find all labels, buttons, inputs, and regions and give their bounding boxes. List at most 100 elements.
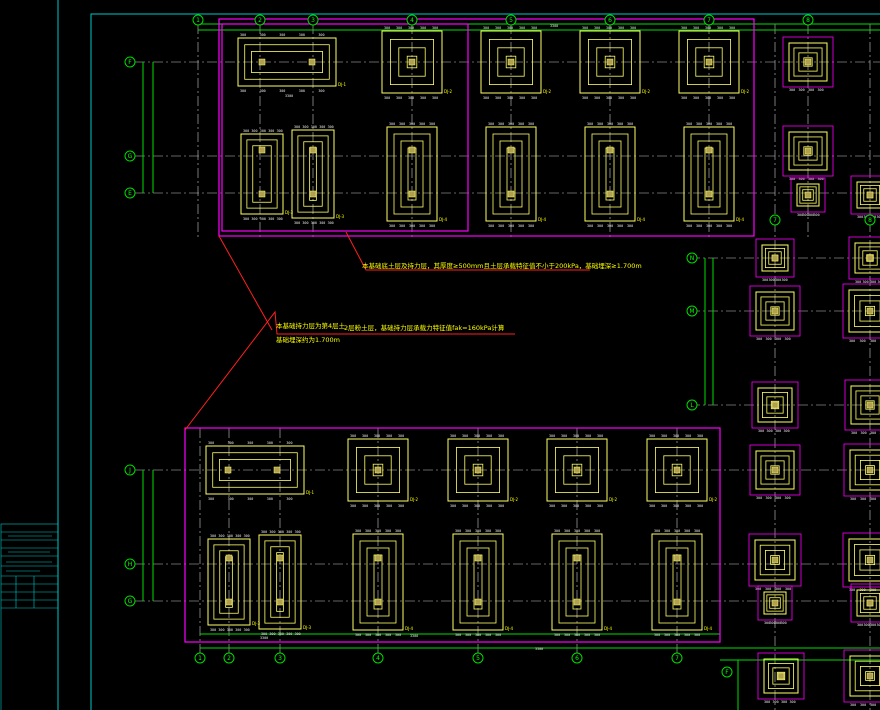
axis-bubble[interactable]: 5: [505, 14, 517, 26]
footing-dimension-tick: 300: [664, 633, 670, 637]
footing-dimension-tick: 300: [849, 588, 855, 592]
axis-bubble-circle: [124, 187, 136, 199]
axis-bubble[interactable]: 1: [192, 14, 204, 26]
axis-bubble[interactable]: 4: [372, 652, 384, 664]
axis-bubble[interactable]: 7: [769, 214, 781, 226]
axis-bubble[interactable]: M: [686, 305, 698, 317]
axis-bubble-circle: [802, 14, 814, 26]
axis-bubble-label: F: [128, 59, 132, 66]
axis-bubble[interactable]: 2: [254, 14, 266, 26]
footing-dimension-tick: 300: [775, 337, 781, 341]
footing-tag: DJ-2: [444, 89, 453, 94]
axis-bubble[interactable]: 3: [274, 652, 286, 664]
axis-bubble[interactable]: 2: [223, 652, 235, 664]
axis-bubble[interactable]: N: [686, 252, 698, 264]
footing-dimension-tick: 300: [706, 122, 712, 126]
footing-dimension-tick: 300: [269, 632, 275, 636]
axis-bubble[interactable]: F: [721, 666, 733, 678]
axis-bubble[interactable]: 1: [194, 652, 206, 664]
axis-bubble[interactable]: E: [124, 187, 136, 199]
axis-bubble[interactable]: 7: [703, 14, 715, 26]
footing-dimension-tick: 300: [318, 89, 324, 93]
footing-step: [776, 671, 786, 681]
axis-bubble[interactable]: G: [124, 150, 136, 162]
column-stub: [771, 599, 779, 607]
column-stub: [573, 554, 581, 562]
footing-dimension-tick: 300: [582, 26, 588, 30]
axis-bubble[interactable]: 4: [406, 14, 418, 26]
axis-bubble[interactable]: L: [686, 399, 698, 411]
axis-bubble[interactable]: 8: [864, 214, 876, 226]
footing-dimension-tick: 300: [462, 434, 468, 438]
footing-group-upper[interactable]: [218, 18, 755, 237]
footing-dimension-tick: 300: [208, 497, 214, 501]
axis-bubble-circle: [472, 652, 484, 664]
footing-dimension-tick: 300: [260, 129, 266, 133]
footing-dimension-tick: 300: [508, 224, 514, 228]
axis-bubble[interactable]: 8: [802, 14, 814, 26]
axis-bubble[interactable]: 5: [472, 652, 484, 664]
column-stub: [258, 146, 266, 154]
axis-bubble[interactable]: H: [124, 558, 136, 570]
axis-bubble-circle: [571, 652, 583, 664]
axis-bubble[interactable]: 7: [671, 652, 683, 664]
footing-dimension-tick: 300: [661, 504, 667, 508]
footing-dimension-tick: 300: [762, 278, 768, 282]
footing-dimension-tick: 300: [574, 633, 580, 637]
axis-bubble[interactable]: 3: [307, 14, 319, 26]
axis-bubble[interactable]: 6: [604, 14, 616, 26]
axis-bubble[interactable]: F: [124, 56, 136, 68]
axis-bubble[interactable]: G: [124, 595, 136, 607]
footing-step: [497, 47, 525, 77]
footing-dimension-tick: 300: [286, 530, 292, 534]
footing-dimension-tick: 300: [429, 224, 435, 228]
pile-cap-outline: [749, 285, 801, 337]
column-stub: [374, 598, 382, 606]
column-stub: [225, 598, 233, 606]
axis-bubble[interactable]: J: [124, 464, 136, 476]
axis-bubble[interactable]: 6: [571, 652, 583, 664]
footing-group-lower[interactable]: [184, 427, 721, 643]
